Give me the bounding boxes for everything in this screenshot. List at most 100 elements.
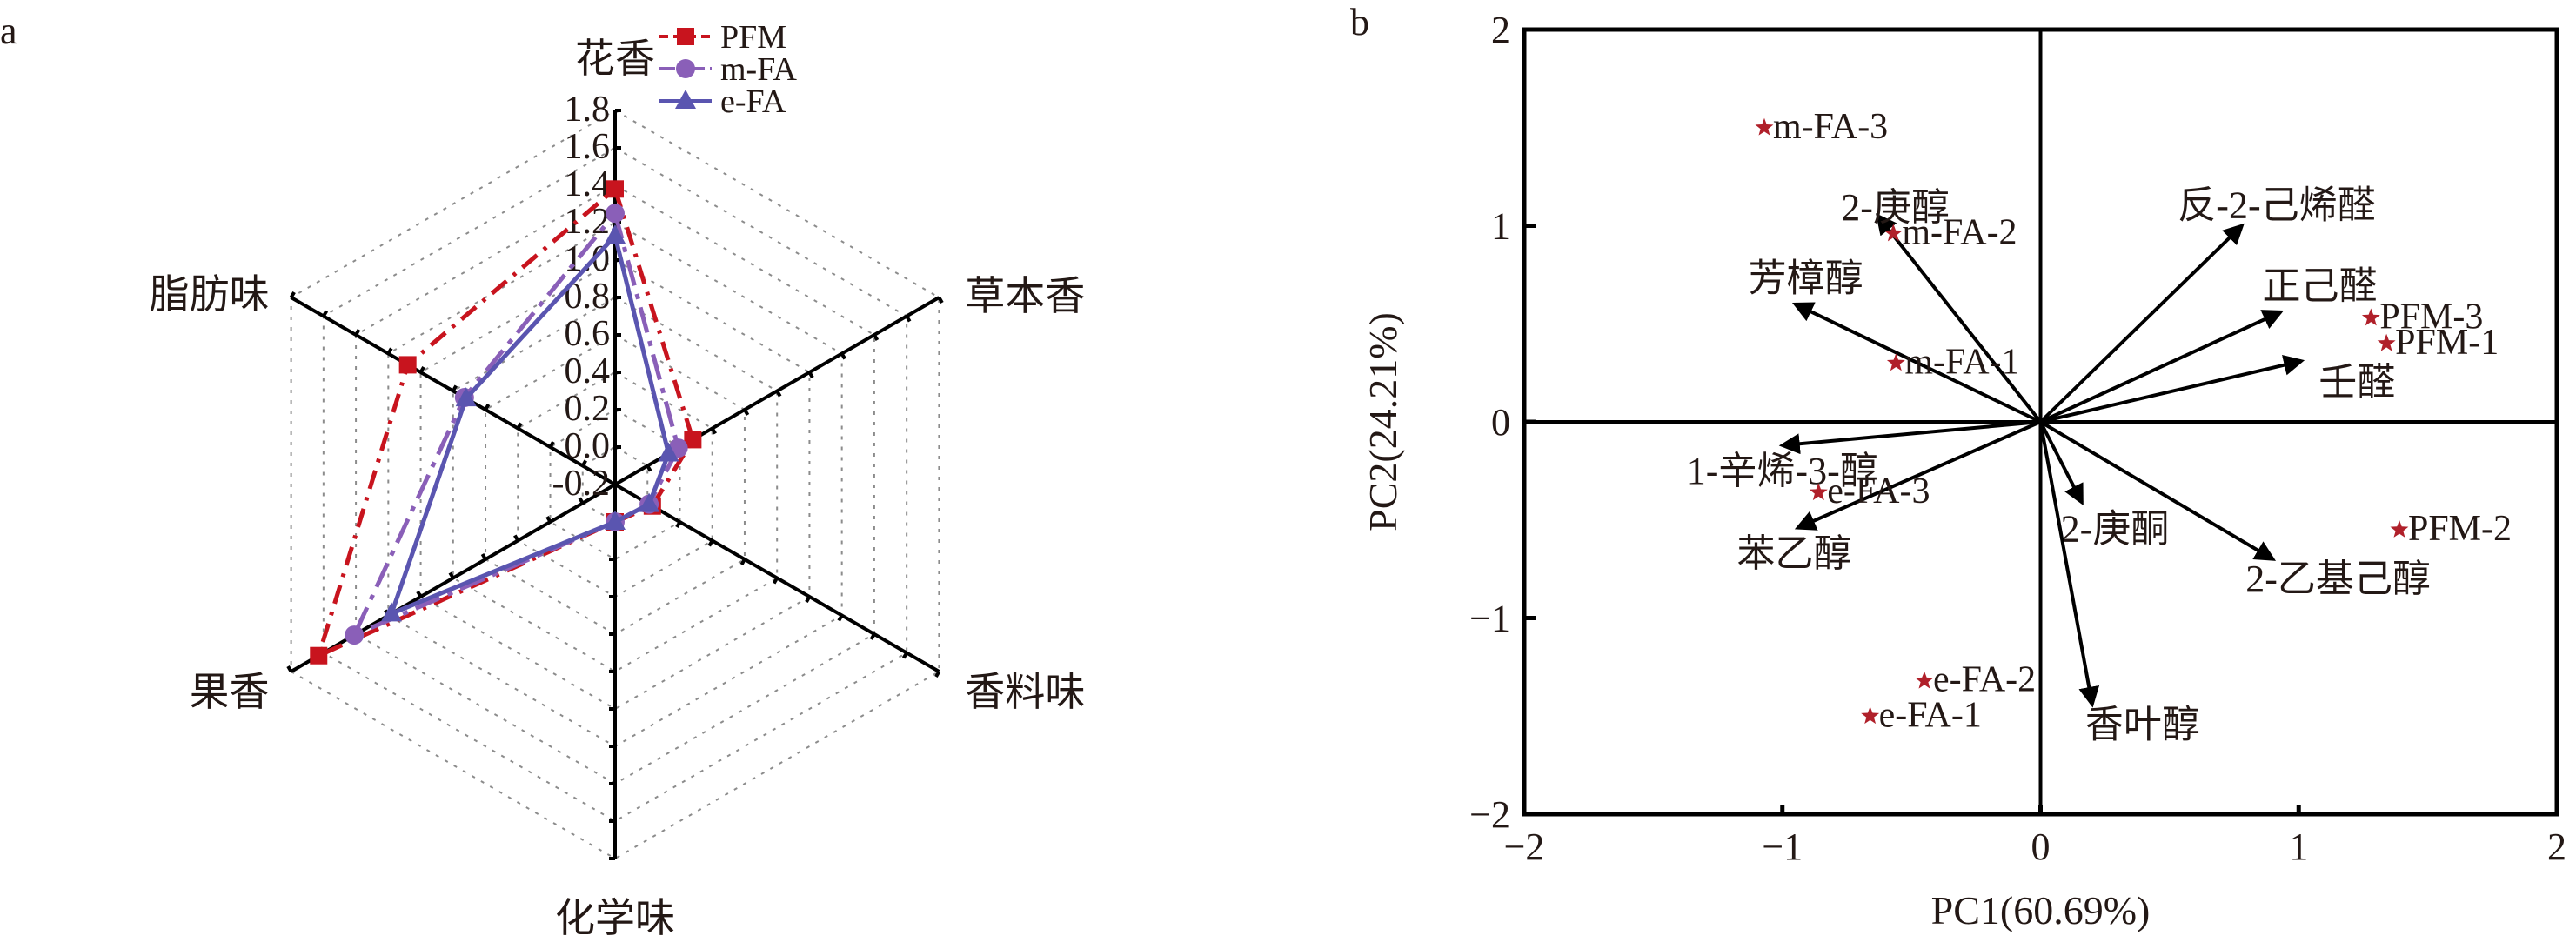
tick-label: 0.0 <box>565 426 611 466</box>
tick-label: 0.4 <box>565 351 611 391</box>
score-label: m-FA-1 <box>1904 342 2019 382</box>
axis-tick <box>646 464 652 472</box>
axis-tick <box>480 552 487 560</box>
tick-label: 1.8 <box>565 90 611 130</box>
category-label: 脂肪味 <box>150 272 270 317</box>
axis-tick <box>901 652 908 659</box>
loading-arrow <box>2039 310 2285 424</box>
loading-label: 芳樟醇 <box>1749 257 1863 300</box>
loading-label: 2-乙基己醇 <box>2245 558 2431 600</box>
axis-tick <box>739 558 746 566</box>
x-tick-label: 1 <box>2289 825 2308 868</box>
axis-tick <box>545 515 552 523</box>
x-tick-label: 2 <box>2547 825 2566 868</box>
loading-label: 2-庚醇 <box>1841 186 1950 229</box>
data-point <box>639 492 660 512</box>
score-label: e-FA-1 <box>1879 695 1982 735</box>
data-point <box>605 511 626 530</box>
loading-label: 苯乙醇 <box>1737 532 1852 575</box>
axis-tick <box>934 671 941 678</box>
y-tick-label: 2 <box>1491 9 1510 51</box>
axis-tick <box>286 665 293 672</box>
score-point-star-icon <box>1809 483 1828 501</box>
data-point <box>398 356 417 374</box>
axis-tick <box>386 347 393 355</box>
score-label: m-FA-2 <box>1902 213 2017 253</box>
axis-tick <box>452 384 458 392</box>
axis-tick <box>873 333 880 342</box>
x-tick-label: 0 <box>2031 825 2051 868</box>
axis-tick <box>418 365 425 374</box>
loading-label: 壬醛 <box>2318 361 2395 404</box>
category-label: 香料味 <box>965 670 1085 714</box>
x-tick-label: −2 <box>1504 825 1545 868</box>
loading-arrow <box>1794 420 2042 531</box>
axis-tick <box>837 614 844 622</box>
data-point <box>684 431 702 449</box>
data-point <box>381 602 403 622</box>
series-m-FA <box>345 204 688 645</box>
category-label: 化学味 <box>555 896 675 940</box>
loading-arrow <box>2038 421 2100 708</box>
y-tick-label: −1 <box>1469 598 1510 640</box>
data-point <box>606 204 625 224</box>
score-point-star-icon <box>1886 353 1905 371</box>
axis-tick <box>707 539 714 547</box>
data-point <box>658 442 679 462</box>
axis-tick <box>675 521 682 529</box>
axis-tick <box>354 328 361 337</box>
tick-label: 0.6 <box>565 314 611 354</box>
legend-marker <box>676 59 695 78</box>
loading-arrow <box>2040 354 2305 424</box>
data-point <box>345 625 365 645</box>
score-point-star-icon <box>1861 706 1880 725</box>
axis-tick <box>484 403 491 411</box>
axis-tick <box>937 296 944 304</box>
legend-marker <box>677 28 694 45</box>
axis-tick <box>416 590 423 598</box>
y-tick-label: 0 <box>1491 401 1510 444</box>
loading-arrow <box>1778 420 2041 455</box>
score-label: PFM-3 <box>2379 297 2483 337</box>
score-label: m-FA-3 <box>1773 107 1888 147</box>
category-label: 草本香 <box>965 274 1085 318</box>
series-line <box>350 208 681 639</box>
axis-tick <box>805 596 812 604</box>
axis-tick <box>578 497 585 505</box>
panel-label-b: b <box>1350 1 1369 43</box>
data-point <box>605 224 626 244</box>
loading-label: 正己醛 <box>2262 265 2377 308</box>
score-label: PFM-1 <box>2395 323 2499 363</box>
tick-label: -0.2 <box>552 464 611 504</box>
score-label: e-FA-2 <box>1933 660 2036 700</box>
x-tick-label: −1 <box>1762 825 1803 868</box>
tick-label: 0.2 <box>565 389 611 429</box>
axis-tick <box>840 352 846 360</box>
legend-label: e-FA <box>720 84 786 120</box>
score-label: e-FA-3 <box>1827 471 1930 511</box>
radar-chart: a -0.20.00.20.40.60.81.01.21.41.61.8花香草本… <box>0 10 1085 940</box>
tick-label: 1.2 <box>565 202 611 242</box>
panel-label-a: a <box>0 10 17 52</box>
axis-tick <box>772 577 779 585</box>
series-e-FA <box>381 224 679 622</box>
legend-label: PFM <box>720 19 786 56</box>
data-point <box>310 646 328 665</box>
axis-tick <box>905 315 912 323</box>
axis-tick <box>516 422 523 430</box>
loading-arrow <box>2039 223 2245 424</box>
axis-tick <box>548 440 555 449</box>
axis-tick <box>743 408 750 417</box>
axis-tick <box>448 571 455 579</box>
loading-arrow <box>2039 420 2277 561</box>
axis-tick <box>775 390 782 398</box>
data-point <box>606 180 624 198</box>
axis-tick <box>710 427 717 435</box>
loading-label: 反-2-己烯醛 <box>2178 184 2375 227</box>
x-axis-title: PC1(60.69%) <box>1931 888 2151 932</box>
score-point-star-icon <box>1915 671 1934 689</box>
score-point-star-icon <box>1755 117 1774 136</box>
